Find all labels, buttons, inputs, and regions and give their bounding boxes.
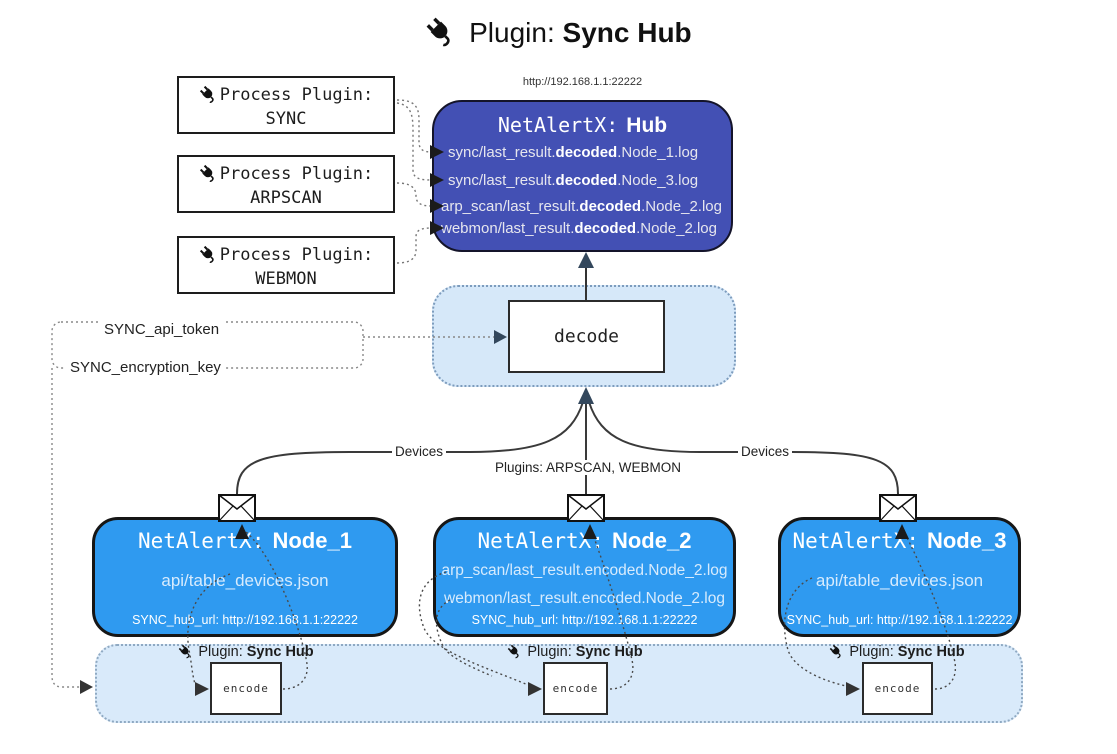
edge-label-devices-right: Devices <box>738 444 793 459</box>
node-title: NetAlertX:Node_2 <box>477 528 692 553</box>
encode-box: encode <box>862 662 933 715</box>
node-title: NetAlertX:Node_1 <box>138 528 352 553</box>
node-file: arp_scan/last_result.encoded.Node_2.log <box>441 562 728 579</box>
plug-icon <box>179 644 190 659</box>
envelope-icon <box>567 494 605 522</box>
node-title: NetAlertX:Node_3 <box>792 528 1007 553</box>
process-plugin-arpscan: Process Plugin: ARPSCAN <box>177 155 395 213</box>
process-plugin-sync: Process Plugin: SYNC <box>177 76 395 134</box>
page-title: Plugin: Sync Hub <box>0 16 1117 49</box>
node-1-box: NetAlertX:Node_1 api/table_devices.json … <box>92 517 398 637</box>
node-2-box: NetAlertX:Node_2 arp_scan/last_result.en… <box>433 517 736 637</box>
plug-icon <box>508 644 519 659</box>
encoder-plugin-label: Plugin: Sync Hub <box>495 644 655 660</box>
process-plugin-label: Process Plugin: <box>219 245 374 265</box>
process-plugin-name: SYNC <box>265 109 307 129</box>
hub-log-line: sync/last_result.decoded.Node_3.log <box>448 172 699 189</box>
config-api-token: SYNC_api_token <box>100 321 224 338</box>
process-plugin-label: Process Plugin: <box>219 164 374 184</box>
plug-icon <box>426 17 451 47</box>
node-file: api/table_devices.json <box>161 571 329 590</box>
plug-icon <box>830 644 841 659</box>
node-hub-url: SYNC_hub_url: http://192.168.1.1:22222 <box>786 613 1013 627</box>
hub-log-line: arp_scan/last_result.decoded.Node_2.log <box>441 198 722 215</box>
hub-log-line: webmon/last_result.decoded.Node_2.log <box>441 220 717 237</box>
process-plugin-label: Process Plugin: <box>219 85 374 105</box>
hub-log-line: sync/last_result.decoded.Node_1.log <box>448 144 699 161</box>
hub-title-name: Hub <box>626 114 668 137</box>
plug-icon <box>199 245 214 263</box>
hub-title: NetAlertX: Hub <box>434 113 731 138</box>
hub-title-prefix: NetAlertX: <box>497 113 619 137</box>
encoder-plugin-label: Plugin: Sync Hub <box>166 644 326 660</box>
edge-label-devices-left: Devices <box>392 444 447 459</box>
node-hub-url: SYNC_hub_url: http://192.168.1.1:22222 <box>132 613 358 627</box>
encode-box: encode <box>543 662 608 715</box>
edge-label-plugins-mid: Plugins: ARPSCAN, WEBMON <box>492 460 685 475</box>
hub-url: http://192.168.1.1:22222 <box>522 76 643 88</box>
node-file: webmon/last_result.encoded.Node_2.log <box>444 590 725 607</box>
process-plugin-name: ARPSCAN <box>250 188 322 208</box>
decode-box: decode <box>508 300 665 373</box>
process-plugin-name: WEBMON <box>255 269 317 289</box>
node-hub-url: SYNC_hub_url: http://192.168.1.1:22222 <box>471 613 698 627</box>
process-plugin-webmon: Process Plugin: WEBMON <box>177 236 395 294</box>
envelope-icon <box>218 494 256 522</box>
encode-box: encode <box>210 662 282 715</box>
encoder-plugin-label: Plugin: Sync Hub <box>817 644 977 660</box>
plug-icon <box>199 85 214 103</box>
page-title-prefix: Plugin: <box>469 17 555 48</box>
node-file: api/table_devices.json <box>815 571 984 590</box>
config-encryption-key: SYNC_encryption_key <box>66 359 225 376</box>
page-title-name: Sync Hub <box>562 17 692 48</box>
hub-box: NetAlertX: Hub sync/last_result.decoded.N… <box>432 100 733 252</box>
plug-icon <box>199 164 214 182</box>
envelope-icon <box>879 494 917 522</box>
node-3-box: NetAlertX:Node_3 api/table_devices.json … <box>778 517 1021 637</box>
